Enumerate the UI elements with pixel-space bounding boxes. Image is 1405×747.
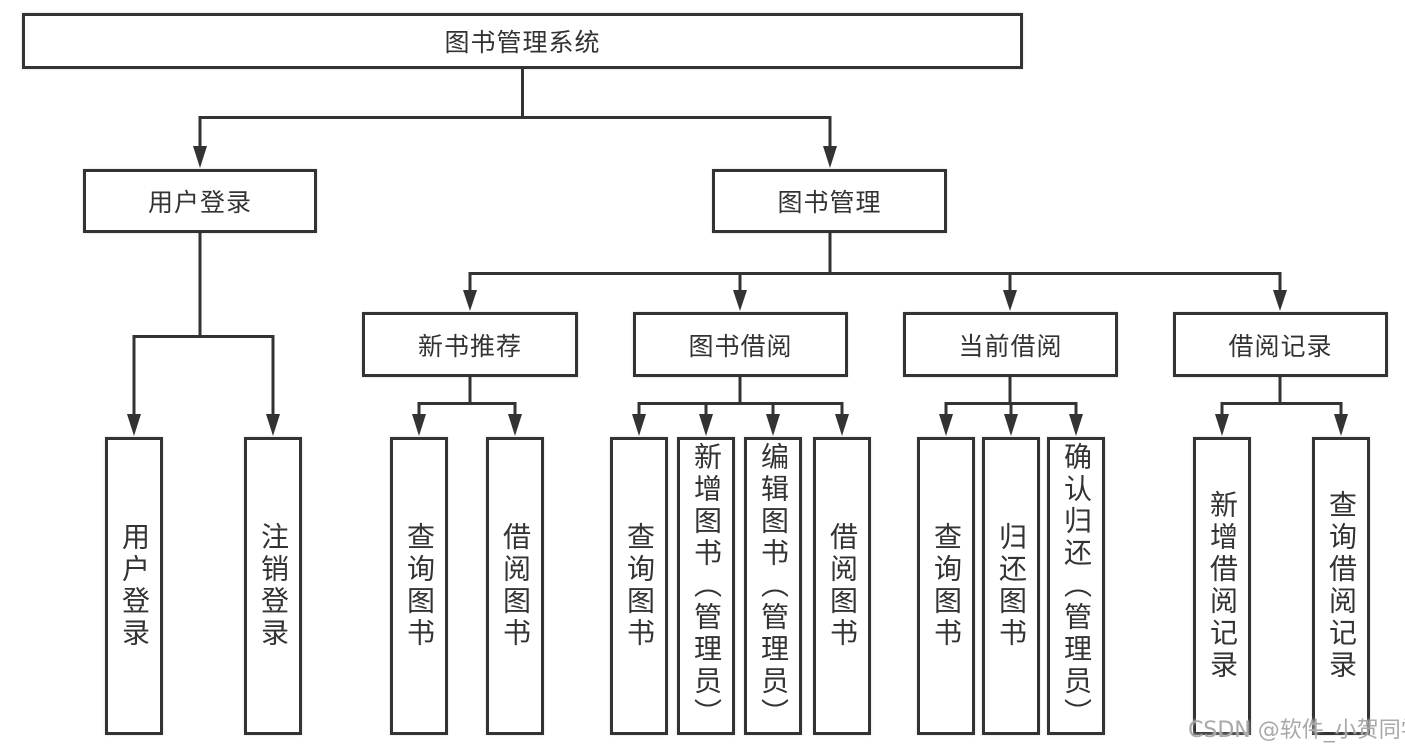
leaf-label: 用户登录 [118, 522, 151, 650]
leaf-label: 查询图书 [623, 522, 656, 650]
arrowhead [193, 146, 207, 168]
leaf-add-books-admin: 新增图书（管理员） [677, 437, 735, 735]
arrowhead [1069, 414, 1083, 436]
leaf-return-books: 归还图书 [982, 437, 1040, 735]
node-borrow-records: 借阅记录 [1173, 312, 1388, 377]
arrowhead [463, 290, 477, 311]
leaf-label: 查询图书 [930, 522, 963, 650]
leaf-label: 查询借阅记录 [1325, 490, 1358, 682]
leaf-label: 新增借阅记录 [1206, 490, 1239, 682]
leaf-label: 新增图书（管理员） [690, 442, 723, 730]
leaf-query-borrow-record: 查询借阅记录 [1312, 437, 1370, 735]
leaf-label: 查询图书 [403, 522, 436, 650]
leaf-user-login: 用户登录 [105, 437, 163, 735]
arrowhead [1003, 290, 1017, 311]
node-new-book-recommend: 新书推荐 [362, 312, 578, 377]
arrowhead [632, 414, 646, 436]
arrowhead [1273, 290, 1287, 311]
leaf-label: 确认归还（管理员） [1060, 442, 1093, 730]
node-book-borrow: 图书借阅 [633, 312, 848, 377]
trunk-borrow-records [1220, 376, 1343, 416]
leaf-label: 归还图书 [995, 522, 1028, 650]
trunk-current-borrow [944, 376, 1078, 416]
arrowhead [823, 146, 837, 168]
leaf-logout: 注销登录 [244, 437, 302, 735]
arrowhead [508, 414, 522, 436]
arrowhead [127, 414, 141, 436]
leaf-query-books-borrow: 查询图书 [610, 437, 668, 735]
arrowhead [266, 414, 280, 436]
node-book-management: 图书管理 [712, 169, 947, 233]
leaf-edit-books-admin: 编辑图书（管理员） [744, 437, 802, 735]
node-library-management-system: 图书管理系统 [22, 13, 1023, 69]
leaf-label: 编辑图书（管理员） [757, 442, 790, 730]
arrowhead [733, 290, 747, 311]
leaf-label: 借阅图书 [826, 522, 859, 650]
arrowhead [766, 414, 780, 436]
trunk-book-management [468, 232, 1282, 292]
arrowhead [699, 414, 713, 436]
leaf-borrow-books-recommend: 借阅图书 [486, 437, 544, 735]
leaf-confirm-return-admin: 确认归还（管理员） [1047, 437, 1105, 735]
arrowhead [412, 414, 426, 436]
arrowhead [939, 414, 953, 436]
leaf-query-books-current: 查询图书 [917, 437, 975, 735]
trunk-new-book-recommend [417, 376, 517, 416]
arrowhead [1004, 414, 1018, 436]
arrowhead [835, 414, 849, 436]
leaf-add-borrow-record: 新增借阅记录 [1193, 437, 1251, 735]
node-user-login: 用户登录 [83, 169, 317, 233]
leaf-query-books-recommend: 查询图书 [390, 437, 448, 735]
arrowhead [1334, 414, 1348, 436]
trunk-book-borrow [637, 376, 844, 416]
leaf-label: 借阅图书 [499, 522, 532, 650]
node-current-borrow: 当前借阅 [903, 312, 1118, 377]
arrowhead [1215, 414, 1229, 436]
leaf-label: 注销登录 [257, 522, 290, 650]
watermark-text: CSDN @软件_小贺同学 [1188, 718, 1405, 743]
leaf-borrow-books-borrow: 借阅图书 [813, 437, 871, 735]
trunk-root [198, 69, 832, 148]
trunk-user-login [132, 232, 275, 416]
